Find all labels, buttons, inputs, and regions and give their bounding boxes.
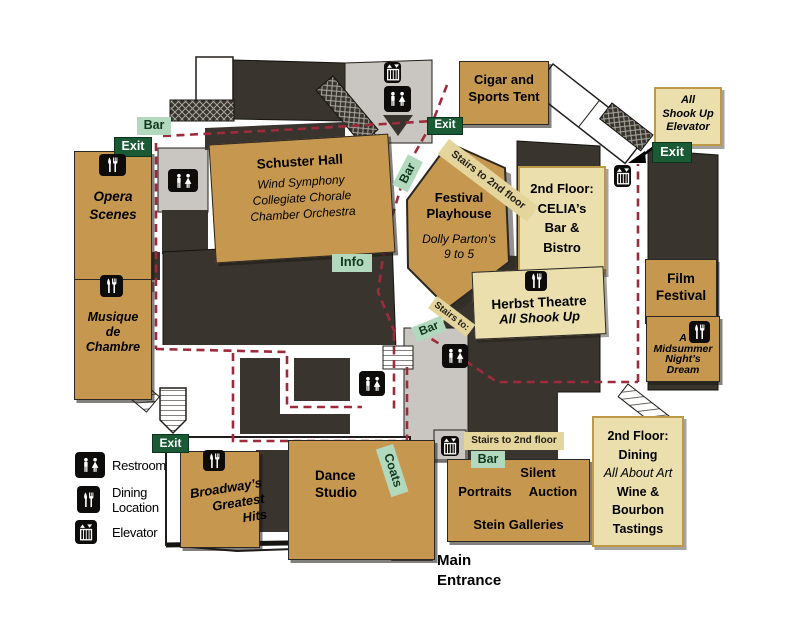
restroom-icon (442, 344, 468, 368)
corridor-horizontal-2 (287, 401, 363, 414)
exit-badge-topleft: Exit (114, 137, 152, 157)
festival-playhouse-label: Festival Playhouse Dolly Parton’s 9 to 5 (422, 190, 496, 261)
restroom-icon (384, 86, 411, 112)
portraits-label: Portraits (458, 484, 512, 499)
corridor-horizontal (150, 345, 396, 358)
legend-restroom-label: Restroom (112, 458, 166, 473)
restroom-icon (168, 169, 198, 192)
elevator-icon (614, 165, 631, 187)
lattice-block-top (169, 99, 235, 122)
stairs-bottomleft-vertical (159, 387, 187, 435)
ramp-central (382, 345, 414, 370)
schuster-hall-box: Schuster Hall Wind Symphony Collegiate C… (208, 133, 396, 264)
dining-location-icon (203, 450, 225, 471)
exit-badge-midleft: Exit (152, 434, 189, 453)
dining-location-icon (100, 275, 123, 297)
exit-badge-topright: Exit (652, 142, 692, 163)
arrow-head-topright (628, 151, 646, 163)
dining-2nd-floor-box: 2nd Floor: Dining All About Art Wine & B… (592, 416, 684, 547)
elevator-icon (75, 520, 97, 544)
schuster-hall-events: Wind Symphony Collegiate Chorale Chamber… (249, 172, 356, 225)
dining-location-icon (99, 154, 126, 176)
dining-location-icon (689, 321, 710, 343)
info-badge: Info (332, 254, 372, 272)
escalator-topright (598, 102, 654, 152)
celias-bar-bistro-box: 2nd Floor: CELIA’s Bar & Bistro (518, 166, 606, 274)
main-entrance-label: Main Entrance (437, 552, 502, 589)
legend-elevator-label: Elevator (112, 525, 158, 540)
exit-badge-topcenter: Exit (427, 117, 463, 135)
restroom-icon (359, 371, 385, 396)
cigar-sports-tent-box: Cigar and Sports Tent (459, 61, 549, 125)
dark-gap-broadway-dance (256, 450, 290, 532)
legend-dining-label: Dining Location (112, 485, 159, 515)
restroom-icon (75, 452, 105, 478)
dark-wedge-top (383, 115, 413, 136)
stein-galleries-box: Silent Portraits Auction Stein Galleries (447, 459, 590, 542)
dance-studio-box: Dance Studio (288, 440, 435, 560)
silent-auction-label-1: Silent (520, 465, 556, 480)
musique-de-chambre-box: Musique de Chambre (74, 279, 152, 400)
silent-auction-label-2: Auction (528, 484, 578, 499)
elevator-icon (384, 62, 401, 83)
stairs-to-2nd-floor-band-bottom: Stairs to 2nd floor (464, 432, 564, 450)
bar-badge-topleft: Bar (137, 117, 171, 135)
all-shook-up-elevator-box: All Shook Up Elevator (654, 87, 722, 146)
stein-galleries-label: Stein Galleries (473, 517, 564, 532)
film-festival-box: Film Festival (645, 259, 717, 324)
elevator-icon (441, 436, 459, 456)
dining-location-icon (77, 486, 100, 513)
broadways-greatest-hits-label: Broadway’s Greatest Hits (188, 474, 269, 526)
dining-location-icon (525, 271, 547, 291)
bar-badge-bottom: Bar (471, 451, 505, 468)
dark-patch-left (162, 210, 208, 254)
